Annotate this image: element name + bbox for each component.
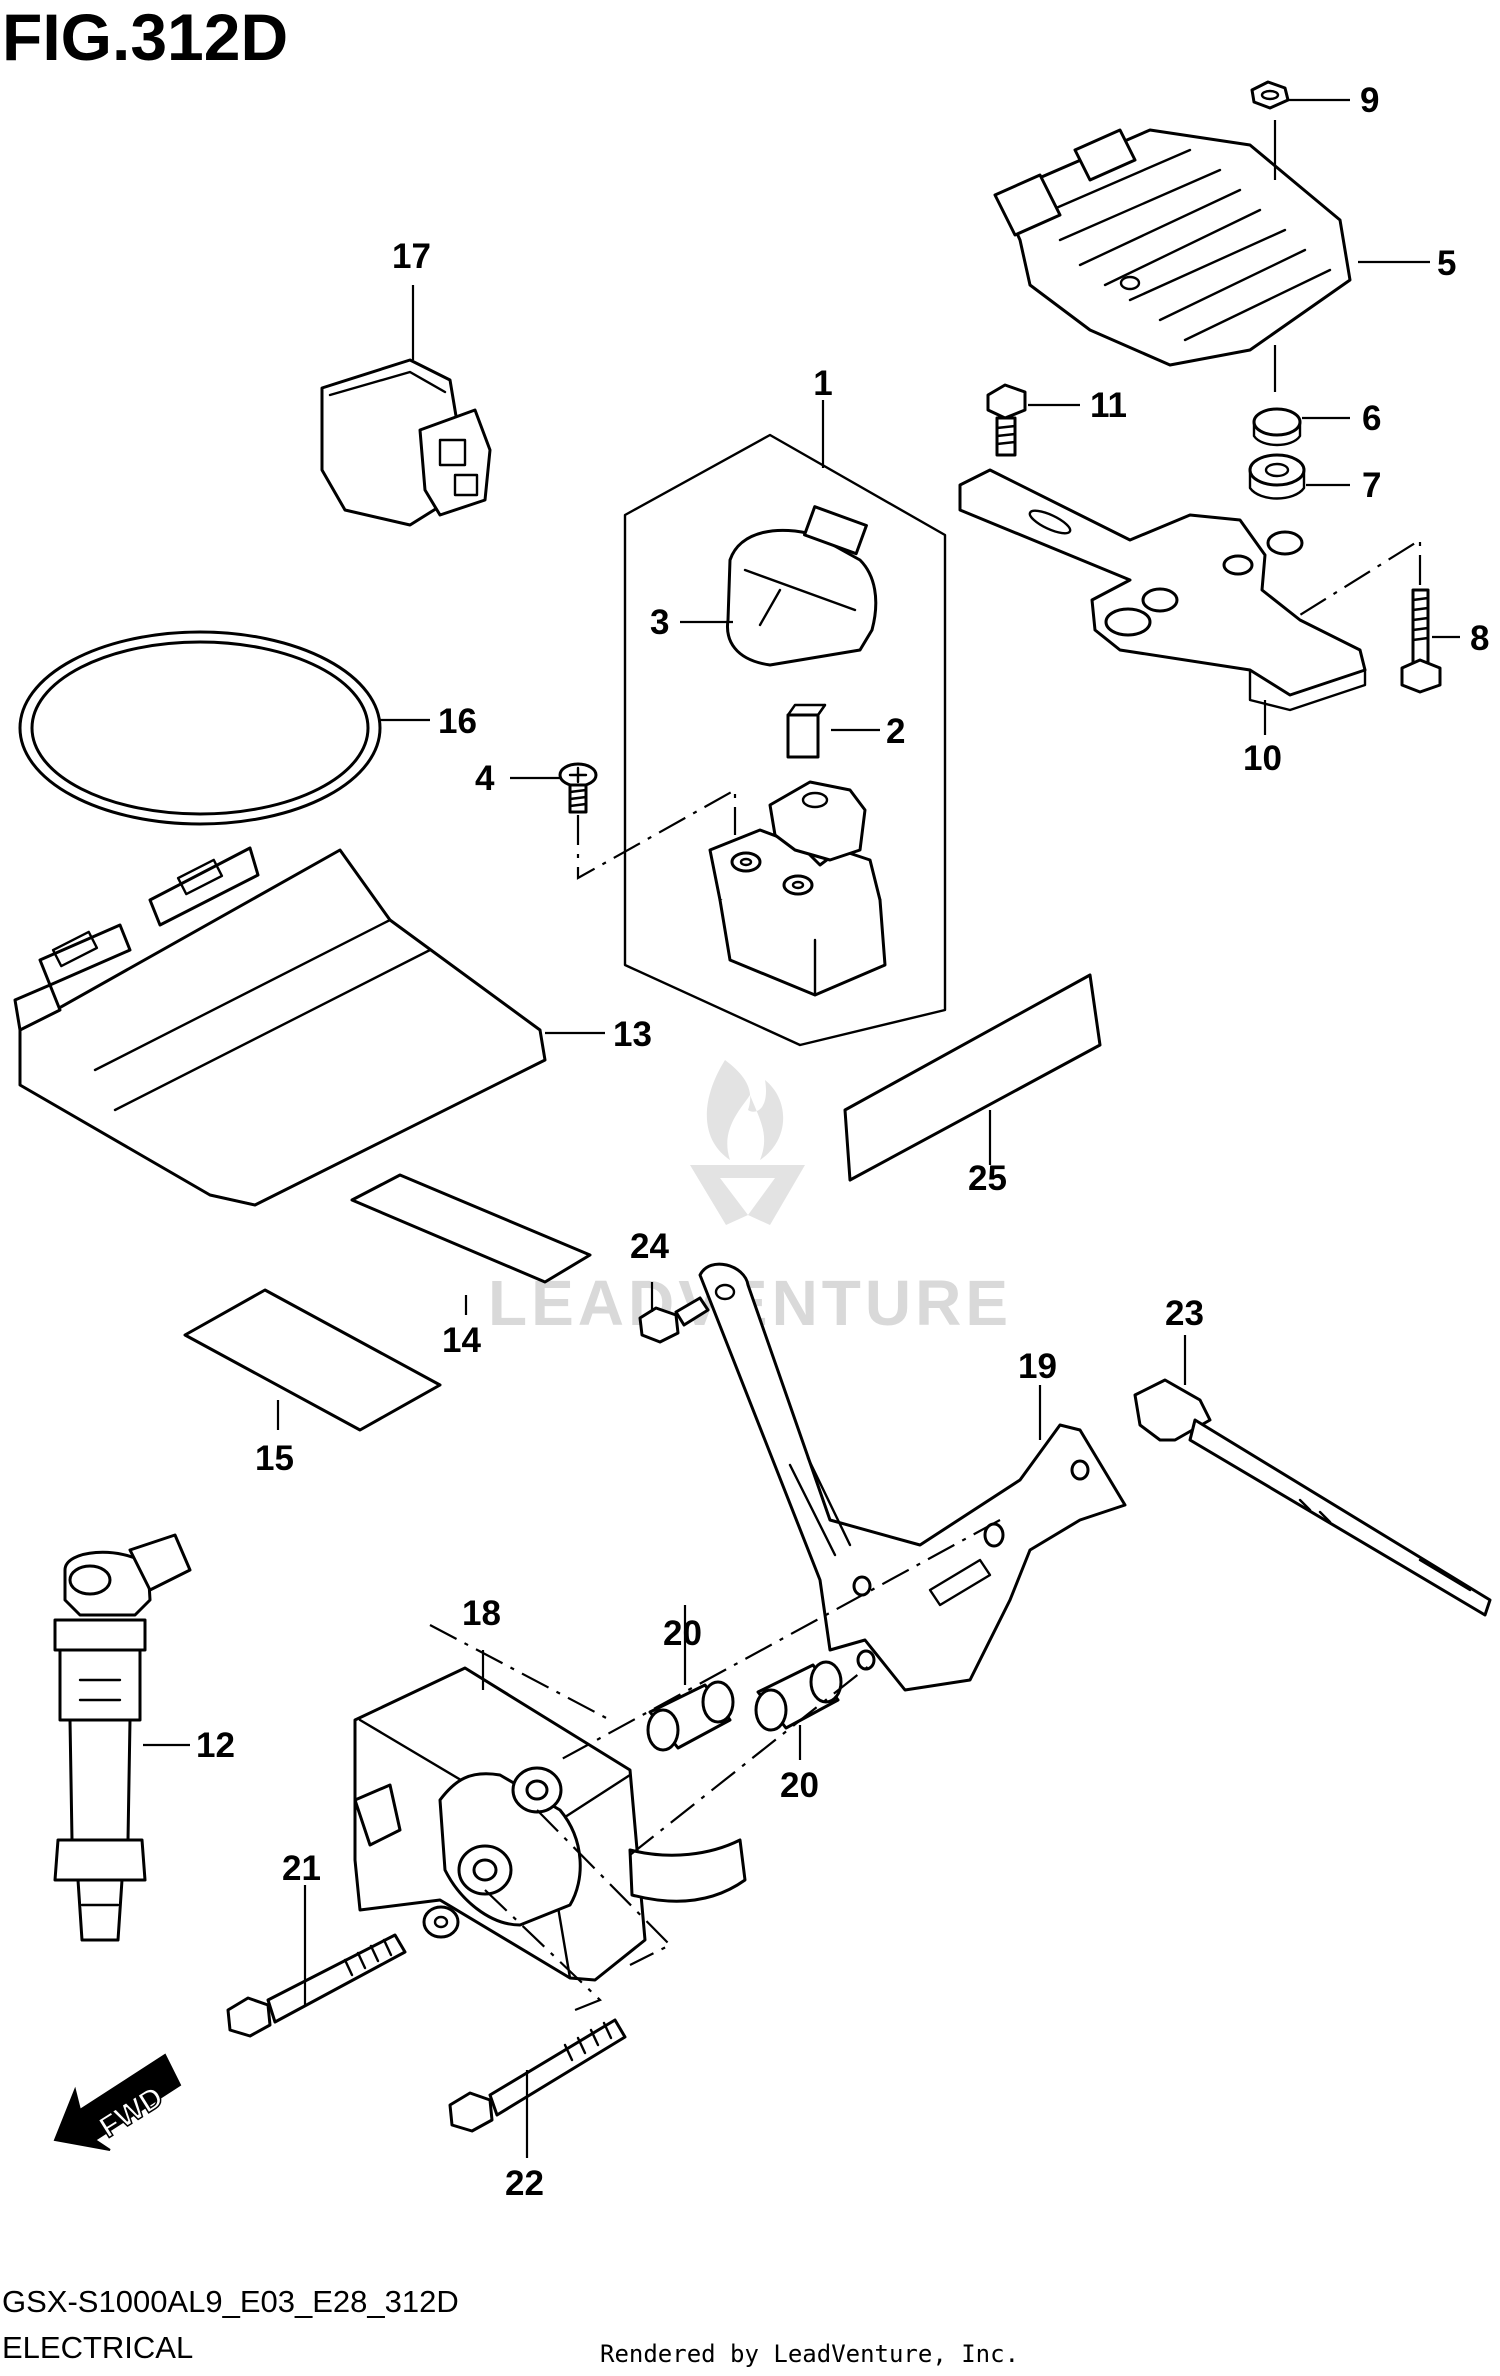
pad-14 <box>350 1173 592 1284</box>
callout-15: 15 <box>255 1439 294 1478</box>
band-16 <box>18 630 382 826</box>
callout-14: 14 <box>442 1321 481 1360</box>
relay-cover-3 <box>726 505 878 667</box>
collar-6 <box>1252 407 1302 447</box>
callout-23: 23 <box>1165 1294 1204 1333</box>
flame-logo-icon <box>706 1060 784 1160</box>
callout-10: 10 <box>1243 739 1282 778</box>
callout-17: 17 <box>392 237 431 276</box>
spacer-20b <box>754 1660 843 1732</box>
callout-3: 3 <box>650 603 669 642</box>
callout-4: 4 <box>475 759 495 798</box>
pad-15 <box>183 1288 442 1432</box>
forward-arrow-icon: FWD <box>53 2053 182 2151</box>
callout-12: 12 <box>196 1726 235 1765</box>
callout-8: 8 <box>1470 619 1489 658</box>
v-logo-icon <box>690 1165 805 1225</box>
callout-6: 6 <box>1362 399 1381 438</box>
leader-lines <box>143 98 1460 2158</box>
bolt-8 <box>1400 588 1442 694</box>
model-code: GSX-S1000AL9_E03_E28_312D <box>2 2284 459 2319</box>
relay-assembly-outline <box>623 433 947 1047</box>
callout-21: 21 <box>282 1849 321 1888</box>
screw-4 <box>558 762 598 814</box>
callout-11: 11 <box>1090 386 1127 425</box>
actuator-bracket-19 <box>698 1262 1127 1692</box>
figure-title: FIG.312D <box>2 0 288 74</box>
credit-text: Rendered by LeadVenture, Inc. <box>600 2340 1019 2368</box>
ignition-coil-12 <box>53 1533 192 1942</box>
callout-19: 19 <box>1018 1347 1057 1386</box>
centerlines <box>429 538 1422 2012</box>
bolt-22 <box>448 2018 627 2133</box>
bolt-24 <box>638 1296 710 1344</box>
actuator-18 <box>353 1666 747 1982</box>
spacer-20a <box>646 1680 735 1752</box>
starter-relay-body <box>708 780 887 997</box>
callout-2: 2 <box>886 712 905 751</box>
clamp-23 <box>1133 1378 1492 1617</box>
callout-13: 13 <box>613 1015 652 1054</box>
callout-24: 24 <box>630 1227 669 1266</box>
nut-9 <box>1250 80 1290 110</box>
regulator-rectifier-5 <box>993 128 1352 367</box>
cushion-7 <box>1248 453 1306 500</box>
callout-20b: 20 <box>780 1766 819 1805</box>
callout-20a: 20 <box>663 1614 702 1653</box>
section-name: ELECTRICAL <box>2 2330 193 2365</box>
callout-1: 1 <box>813 364 832 403</box>
callout-25: 25 <box>968 1159 1007 1198</box>
callout-7: 7 <box>1362 466 1381 505</box>
regulator-bracket-10 <box>958 468 1367 712</box>
callout-16: 16 <box>438 702 477 741</box>
bolt-11 <box>986 383 1027 457</box>
fuse-2 <box>786 703 827 759</box>
callout-5: 5 <box>1437 244 1456 283</box>
connector-17 <box>320 358 492 527</box>
callouts: 1 2 3 4 5 6 7 8 9 10 11 12 13 14 15 16 1… <box>196 81 1489 2203</box>
ecm-13 <box>13 846 547 1207</box>
callout-22: 22 <box>505 2164 544 2203</box>
bolt-21 <box>226 1933 407 2038</box>
pad-25 <box>843 973 1102 1182</box>
callout-9: 9 <box>1360 81 1379 120</box>
callout-18: 18 <box>462 1594 501 1633</box>
